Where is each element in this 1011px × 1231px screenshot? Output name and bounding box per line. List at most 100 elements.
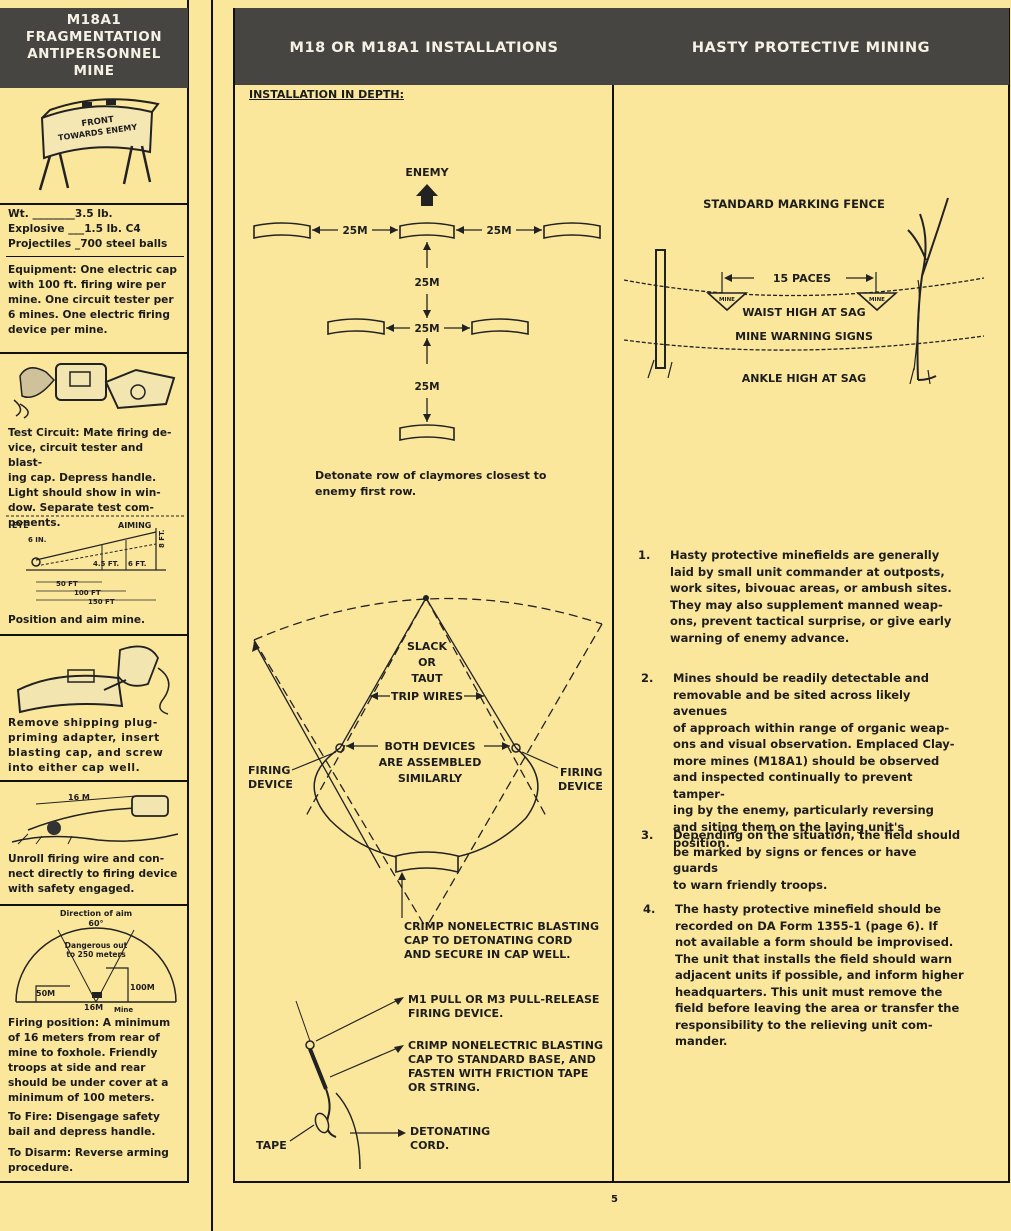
paragraph-3: 3. Depending on the situation, the field… — [641, 828, 961, 892]
to-disarm-text: To Disarm: Reverse arming procedure. — [8, 1147, 169, 1174]
svg-text:CAP TO STANDARD BASE, AND: CAP TO STANDARD BASE, AND — [408, 1053, 596, 1066]
test-circuit-text: Test Circuit: Mate firing de- vice, circ… — [8, 427, 172, 529]
main-box-bottom — [233, 1181, 1010, 1183]
svg-text:6 FT.: 6 FT. — [128, 560, 146, 568]
fence-title: STANDARD MARKING FENCE — [703, 197, 885, 211]
svg-text:EYE: EYE — [12, 521, 29, 530]
paces-label: 15 PACES — [773, 272, 831, 285]
left-sep-2 — [6, 256, 184, 257]
dist-label-5: 25M — [414, 381, 439, 393]
svg-text:OR: OR — [418, 656, 436, 669]
dist-label-4: 25M — [414, 323, 439, 335]
svg-text:FIRING: FIRING — [560, 766, 602, 779]
svg-text:4.5 FT.: 4.5 FT. — [93, 560, 119, 568]
svg-text:SLACK: SLACK — [407, 640, 448, 653]
trip-wire-diagram: SLACK OR TAUT TRIP WIRES BOTH DEVICES AR… — [248, 595, 603, 961]
svg-text:AIMING: AIMING — [118, 521, 151, 530]
svg-text:BOTH DEVICES: BOTH DEVICES — [384, 740, 475, 753]
svg-text:DETONATING: DETONATING — [410, 1125, 490, 1138]
firing-position-text: Firing position: A minimum of 16 meters … — [8, 1017, 171, 1104]
paragraph-1: 1. Hasty protective minefields are gener… — [638, 548, 952, 645]
svg-text:ARE ASSEMBLED: ARE ASSEMBLED — [379, 756, 482, 769]
svg-text:OR STRING.: OR STRING. — [408, 1081, 480, 1094]
enemy-label: ENEMY — [405, 166, 449, 179]
priming-illustration — [16, 645, 170, 715]
danger-fan-diagram: Direction of aim 60° Dangerous out to 25… — [15, 909, 177, 1014]
installations-header: M18 OR M18A1 INSTALLATIONS — [235, 8, 613, 85]
unroll-text: Unroll firing wire and con- nect directl… — [8, 853, 178, 895]
warning-label: MINE WARNING SIGNS — [735, 330, 873, 343]
svg-text:FASTEN WITH FRICTION TAPE: FASTEN WITH FRICTION TAPE — [408, 1067, 588, 1080]
title-line-4: MINE — [73, 63, 115, 79]
spec-weight: Wt. ________3.5 lb. — [8, 208, 113, 220]
svg-text:Dangerous out: Dangerous out — [65, 941, 128, 950]
claymore-mine-illustration: FRONT TOWARDS ENEMY — [38, 98, 160, 191]
main-box-left — [233, 8, 235, 1183]
left-column-bottom — [0, 1181, 189, 1183]
svg-text:Mine: Mine — [114, 1006, 133, 1014]
dist-label-3: 25M — [414, 277, 439, 289]
left-sep-1 — [0, 203, 188, 205]
left-column-border — [187, 0, 189, 1182]
spec-explosive: Explosive ___1.5 lb. C4 — [8, 223, 141, 235]
svg-text:SIMILARLY: SIMILARLY — [398, 772, 463, 785]
svg-text:TRIP WIRES: TRIP WIRES — [391, 690, 463, 703]
spec-projectiles: Projectiles _700 steel balls — [8, 238, 168, 250]
aiming-diagram: EYE AIMING 6 IN. 8 FT. 4.5 FT. 6 FT. 50 … — [6, 515, 184, 606]
ankle-label: ANKLE HIGH AT SAG — [742, 372, 866, 385]
paragraph-4: 4. The hasty protective minefield should… — [643, 902, 964, 1048]
svg-text:60°: 60° — [88, 919, 103, 928]
title-line-3: ANTIPERSONNEL — [27, 46, 161, 62]
sign-right-label: MINE — [869, 297, 885, 303]
priming-text: Remove shipping plug- priming adapter, i… — [8, 717, 164, 774]
svg-text:6 IN.: 6 IN. — [28, 536, 46, 544]
pull-release-diagram: M1 PULL OR M3 PULL-RELEASE FIRING DEVICE… — [256, 993, 603, 1170]
test-circuit-illustration — [13, 363, 176, 419]
svg-text:M1 PULL OR M3 PULL-RELEASE: M1 PULL OR M3 PULL-RELEASE — [408, 993, 599, 1006]
svg-text:16 M: 16 M — [68, 793, 90, 802]
svg-text:CRIMP NONELECTRIC BLASTING: CRIMP NONELECTRIC BLASTING — [408, 1039, 603, 1052]
svg-text:CAP TO DETONATING CORD: CAP TO DETONATING CORD — [404, 934, 572, 947]
svg-text:TAUT: TAUT — [411, 672, 443, 685]
svg-text:TAPE: TAPE — [256, 1139, 287, 1152]
waist-label: WAIST HIGH AT SAG — [742, 306, 865, 319]
title-line-2: FRAGMENTATION — [25, 29, 163, 45]
left-sep-5 — [0, 780, 188, 782]
svg-text:8 FT.: 8 FT. — [158, 530, 166, 548]
svg-text:DEVICE: DEVICE — [248, 778, 293, 791]
mine-front-label: FRONT — [81, 115, 115, 129]
svg-text:to 250 meters: to 250 meters — [66, 950, 126, 959]
left-title-header: M18A1 FRAGMENTATION ANTIPERSONNEL MINE — [0, 8, 188, 88]
svg-text:CRIMP NONELECTRIC BLASTING: CRIMP NONELECTRIC BLASTING — [404, 920, 599, 933]
to-fire-text: To Fire: Disengage safety bail and depre… — [8, 1111, 160, 1138]
svg-text:100M: 100M — [130, 983, 155, 992]
main-column-divider — [612, 85, 614, 1183]
main-box-right — [1008, 8, 1010, 1183]
dist-label-1: 25M — [342, 225, 367, 237]
installation-depth-heading: INSTALLATION IN DEPTH: — [249, 88, 404, 101]
marking-fence-diagram: STANDARD MARKING FENCE 15 PACES MINE MIN… — [623, 197, 985, 385]
left-sep-4 — [0, 634, 188, 636]
svg-text:100 FT: 100 FT — [74, 589, 101, 597]
left-sep-6 — [0, 904, 188, 906]
svg-text:DEVICE: DEVICE — [558, 780, 603, 793]
paragraph-2: 2. Mines should be readily detectable an… — [641, 671, 955, 850]
svg-text:AND SECURE IN CAP WELL.: AND SECURE IN CAP WELL. — [404, 948, 570, 961]
mine-specs: Wt. ________3.5 lb. Explosive ___1.5 lb.… — [8, 207, 180, 252]
installation-depth-diagram: ENEMY 25M 25M 25M 25M 25M — [253, 166, 601, 441]
dist-label-2: 25M — [486, 225, 511, 237]
svg-text:FIRING DEVICE.: FIRING DEVICE. — [408, 1007, 503, 1020]
svg-text:CORD.: CORD. — [410, 1139, 449, 1152]
aim-caption: Position and aim mine. — [8, 614, 146, 626]
left-sep-3 — [0, 352, 188, 354]
equipment-text: Equipment: One electric cap with 100 ft.… — [8, 264, 177, 336]
svg-text:50M: 50M — [36, 989, 55, 998]
svg-text:50 FT: 50 FT — [56, 580, 78, 588]
svg-text:FIRING: FIRING — [248, 764, 290, 777]
hasty-mining-header: HASTY PROTECTIVE MINING — [613, 8, 1009, 85]
svg-text:150 FT: 150 FT — [88, 598, 115, 606]
depth-caption: Detonate row of claymores closest to ene… — [315, 469, 547, 498]
svg-text:16M: 16M — [84, 1003, 103, 1012]
sign-left-label: MINE — [719, 297, 735, 303]
svg-text:Direction of aim: Direction of aim — [60, 909, 132, 918]
